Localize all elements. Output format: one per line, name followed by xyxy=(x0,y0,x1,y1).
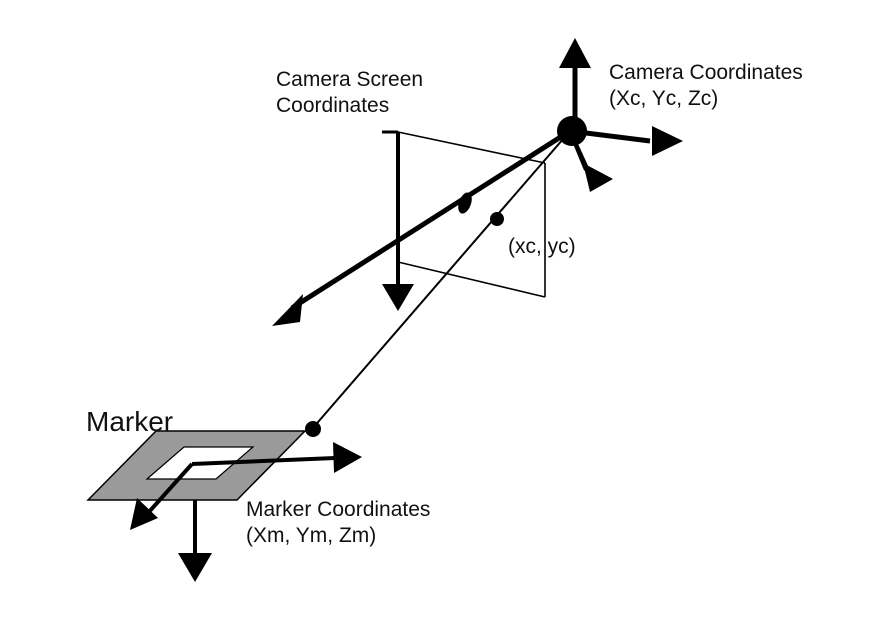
camera-optical-axis xyxy=(290,128,572,311)
marker-coordinates-label-line1: Marker Coordinates xyxy=(246,498,431,521)
marker-coordinates-label: Marker Coordinates (Xm, Ym, Zm) xyxy=(246,497,430,548)
camera-z-axis-arrowhead xyxy=(583,163,613,192)
marker-title: Marker xyxy=(86,406,174,437)
image-point-dot xyxy=(490,212,504,226)
camera-x-axis-arrowhead xyxy=(652,126,683,156)
camera-coordinates-label-line2: (Xc, Yc, Zc) xyxy=(609,86,719,110)
camera-center-dot xyxy=(557,116,587,146)
camera-optical-axis-arrowhead xyxy=(272,294,303,326)
camera-coordinates-label: Camera Coordinates (Xc, Yc, Zc) xyxy=(609,60,803,111)
camera-screen-label-line2: Coordinates xyxy=(276,93,390,117)
projection-ray xyxy=(311,130,571,430)
optical-axis-screen-point xyxy=(458,192,472,214)
camera-screen-label-line1: Camera Screen xyxy=(276,68,424,91)
marker-x-axis-arrowhead xyxy=(333,442,362,473)
camera-screen-plane xyxy=(397,131,546,298)
camera-screen-y-axis-arrowhead xyxy=(382,284,414,311)
marker-z-axis-arrowhead xyxy=(178,553,212,582)
marker-point-dot xyxy=(305,421,321,437)
image-point-label: (xc, yc) xyxy=(508,235,576,258)
marker-x-axis xyxy=(191,456,336,466)
marker-y-axis xyxy=(146,462,194,515)
camera-y-axis-arrowhead xyxy=(559,38,591,68)
marker-y-axis-arrowhead xyxy=(130,498,158,530)
camera-coordinates-label-line1: Camera Coordinates xyxy=(609,61,803,84)
camera-screen-label: Camera Screen Coordinates xyxy=(276,67,423,118)
marker-coordinates-label-line2: (Xm, Ym, Zm) xyxy=(246,523,377,547)
